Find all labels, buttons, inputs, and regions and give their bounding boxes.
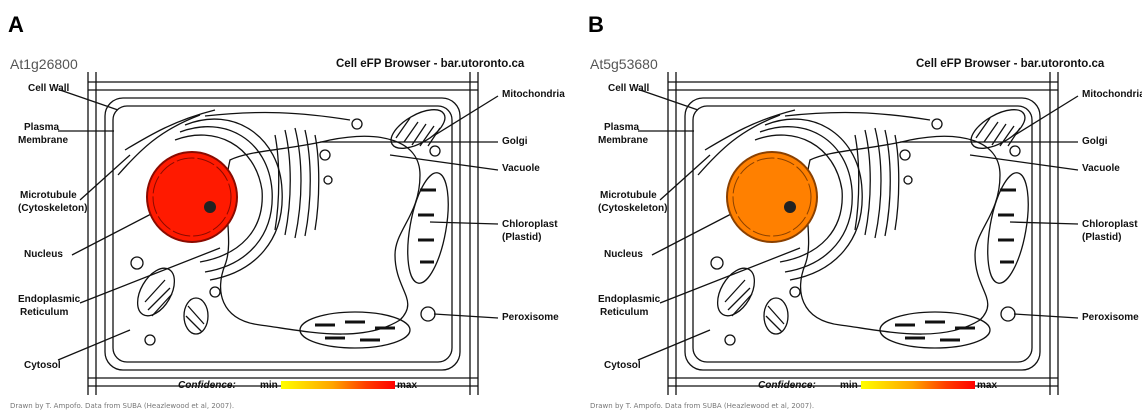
label-chloroplast-line1: Chloroplast xyxy=(1082,219,1138,231)
label-microtubule-line1: Microtubule xyxy=(20,190,77,202)
nucleus xyxy=(727,152,817,242)
panel-a: A At1g26800 Cell eFP Browser - bar.utoro… xyxy=(0,0,571,413)
confidence-max-label: max xyxy=(397,380,417,391)
label-er-line1: Endoplasmic xyxy=(598,294,660,306)
label-plasma-membrane-line1: Plasma xyxy=(604,122,639,134)
label-chloroplast-line2: (Plastid) xyxy=(502,232,541,244)
label-microtubule-line2: (Cytoskeleton) xyxy=(598,203,667,215)
label-er-line2: Reticulum xyxy=(20,307,68,319)
label-cell-wall: Cell Wall xyxy=(608,83,649,95)
label-plasma-membrane-line1: Plasma xyxy=(24,122,59,134)
label-er-line1: Endoplasmic xyxy=(18,294,80,306)
label-peroxisome: Peroxisome xyxy=(502,312,559,324)
label-chloroplast-line2: (Plastid) xyxy=(1082,232,1121,244)
confidence-label: Confidence: xyxy=(758,380,816,391)
nucleus xyxy=(147,152,237,242)
label-plasma-membrane-line2: Membrane xyxy=(18,135,68,147)
confidence-min-label: min xyxy=(840,380,858,391)
confidence-gradient-bar xyxy=(281,381,395,389)
confidence-gradient-bar xyxy=(861,381,975,389)
label-peroxisome: Peroxisome xyxy=(1082,312,1139,324)
label-mitochondria: Mitochondria xyxy=(502,89,565,101)
label-cell-wall: Cell Wall xyxy=(28,83,69,95)
label-nucleus: Nucleus xyxy=(604,249,643,261)
confidence-max-label: max xyxy=(977,380,997,391)
panel-b: B At5g53680 Cell eFP Browser - bar.utoro… xyxy=(580,0,1142,413)
label-chloroplast-line1: Chloroplast xyxy=(502,219,558,231)
label-cytosol: Cytosol xyxy=(604,360,641,372)
label-microtubule-line2: (Cytoskeleton) xyxy=(18,203,87,215)
label-vacuole: Vacuole xyxy=(1082,163,1120,175)
label-plasma-membrane-line2: Membrane xyxy=(598,135,648,147)
credit-text: Drawn by T. Ampofo. Data from SUBA (Heaz… xyxy=(10,402,234,410)
label-mitochondria: Mitochondria xyxy=(1082,89,1142,101)
label-nucleus: Nucleus xyxy=(24,249,63,261)
label-vacuole: Vacuole xyxy=(502,163,540,175)
label-golgi: Golgi xyxy=(1082,136,1108,148)
label-cytosol: Cytosol xyxy=(24,360,61,372)
label-golgi: Golgi xyxy=(502,136,528,148)
label-microtubule-line1: Microtubule xyxy=(600,190,657,202)
confidence-label: Confidence: xyxy=(178,380,236,391)
confidence-min-label: min xyxy=(260,380,278,391)
credit-text: Drawn by T. Ampofo. Data from SUBA (Heaz… xyxy=(590,402,814,410)
label-er-line2: Reticulum xyxy=(600,307,648,319)
